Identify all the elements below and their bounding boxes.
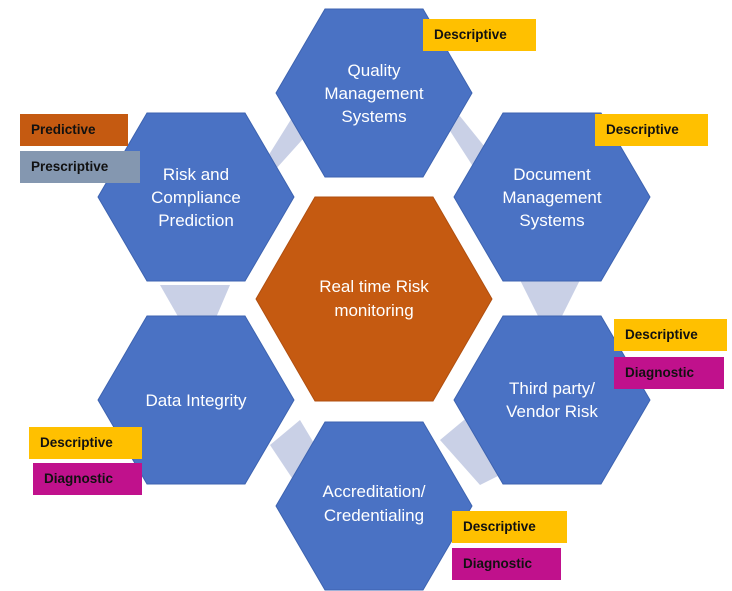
- hexagon-third-party-vendor-shape: [453, 315, 651, 485]
- hexagon-risk-compliance: Risk and Compliance Prediction: [97, 112, 295, 282]
- hexagon-center-shape: [255, 196, 493, 402]
- tpv-label-line-1: Third party/: [509, 379, 595, 398]
- rcp-label-line-1: Risk and: [163, 165, 229, 184]
- connector-dms-tpv: [520, 280, 580, 320]
- tag-descriptive-acc: Descriptive: [452, 511, 567, 543]
- qms-label-line-3: Systems: [341, 107, 406, 126]
- qms-label-line-2: Management: [324, 84, 424, 103]
- hexagon-document-management-shape: [453, 112, 651, 282]
- hexagon-document-management: Document Management Systems: [453, 112, 651, 282]
- tpv-label-line-2: Vendor Risk: [506, 402, 598, 421]
- rcp-label-line-3: Prediction: [158, 211, 234, 230]
- tag-predictive-rcp: Predictive: [20, 114, 128, 146]
- rcp-label-line-2: Compliance: [151, 188, 241, 207]
- acc-label-line-2: Credentialing: [324, 506, 424, 525]
- hexagon-quality-management: Quality Management Systems: [275, 8, 473, 178]
- hexagon-accreditation-shape: [275, 421, 473, 591]
- center-label-line-2: monitoring: [334, 301, 413, 320]
- tag-prescriptive-rcp: Prescriptive: [20, 151, 140, 183]
- hexagon-data-integrity: Data Integrity: [97, 315, 295, 485]
- connector-tpv-acc: [440, 415, 510, 485]
- tag-descriptive-di: Descriptive: [29, 427, 142, 459]
- hexagon-risk-compliance-shape: [97, 112, 295, 282]
- connector-di-rcp: [160, 285, 230, 320]
- tag-descriptive-tpv: Descriptive: [614, 319, 727, 351]
- tag-diagnostic-acc: Diagnostic: [452, 548, 561, 580]
- hexagon-third-party-vendor: Third party/ Vendor Risk: [453, 315, 651, 485]
- tag-descriptive-dms: Descriptive: [595, 114, 708, 146]
- hexagon-accreditation: Accreditation/ Credentialing: [275, 421, 473, 591]
- di-label-line-1: Data Integrity: [145, 391, 247, 410]
- hexagon-center: Real time Risk monitoring: [255, 196, 493, 402]
- hexagon-data-integrity-shape: [97, 315, 295, 485]
- hexagon-quality-management-shape: [275, 8, 473, 178]
- tag-diagnostic-tpv: Diagnostic: [614, 357, 724, 389]
- center-label-line-1: Real time Risk: [319, 277, 429, 296]
- acc-label-line-1: Accreditation/: [323, 482, 426, 501]
- tag-descriptive-qms: Descriptive: [423, 19, 536, 51]
- qms-label-line-1: Quality: [348, 61, 401, 80]
- tag-diagnostic-di: Diagnostic: [33, 463, 142, 495]
- dms-label-line-2: Management: [502, 188, 602, 207]
- dms-label-line-1: Document: [513, 165, 591, 184]
- dms-label-line-3: Systems: [519, 211, 584, 230]
